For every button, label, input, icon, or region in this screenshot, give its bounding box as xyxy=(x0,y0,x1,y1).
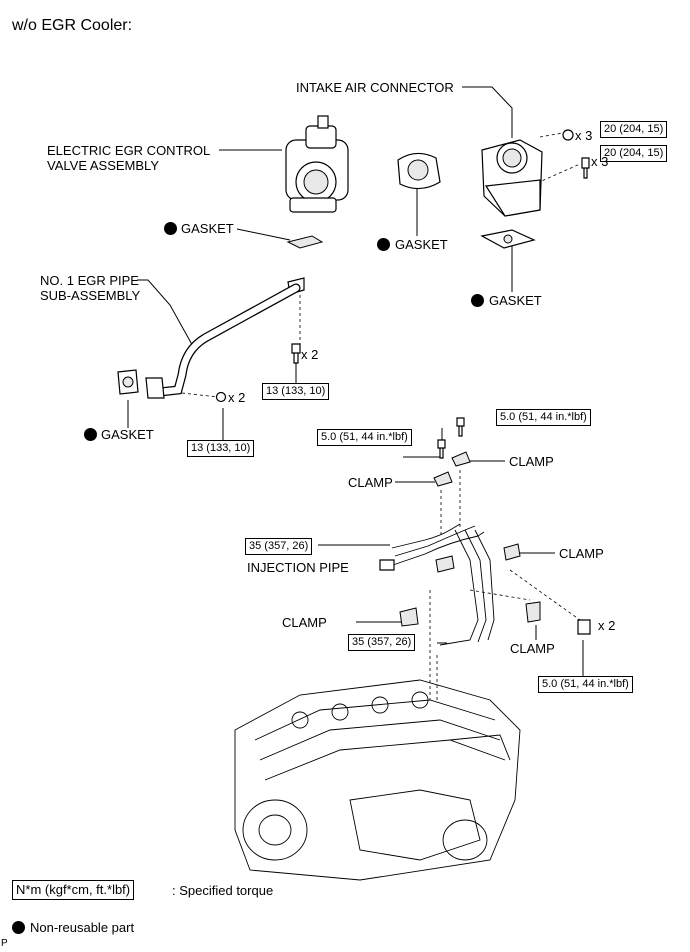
torque-box-clamp-nut: 5.0 (51, 44 in.*lbf) xyxy=(538,676,633,693)
legend-torque-text: : Specified torque xyxy=(172,883,274,898)
torque-box-pipe-bolt: 13 (133, 10) xyxy=(262,383,330,400)
egr-pipe-drawing xyxy=(145,277,305,399)
intake-air-connector-label: INTAKE AIR CONNECTOR xyxy=(296,80,454,95)
torque-box-injection-upper: 35 (357, 26) xyxy=(245,538,313,555)
gasket-label-valve: GASKET xyxy=(181,221,234,236)
multiplier-x2-pipe-bolt: x 2 xyxy=(301,347,319,362)
clamp-label-2: CLAMP xyxy=(348,475,393,490)
gasket-label-left: GASKET xyxy=(101,427,154,442)
gasket-label-center: GASKET xyxy=(395,237,448,252)
egr-valve-drawing xyxy=(285,115,349,213)
gasket-label-right: GASKET xyxy=(489,293,542,308)
multiplier-x2-clamp-nut: x 2 xyxy=(598,618,616,633)
torque-box-clamp-bolt-upper: 5.0 (51, 44 in.*lbf) xyxy=(496,409,591,426)
legend-non-reusable-bullet xyxy=(12,921,25,934)
torque-box-clamp-bolt-left: 5.0 (51, 44 in.*lbf) xyxy=(317,429,412,446)
footer-code: P xyxy=(1,938,8,949)
clamp-label-3: CLAMP xyxy=(559,546,604,561)
multiplier-x2-pipe-nut: x 2 xyxy=(228,390,246,405)
non-reusable-bullet xyxy=(84,428,97,441)
non-reusable-bullet xyxy=(471,294,484,307)
center-gasket-drawing xyxy=(397,152,441,190)
torque-box-injection-lower: 35 (357, 26) xyxy=(348,634,416,651)
page-title: w/o EGR Cooler: xyxy=(12,17,133,34)
clamp-label-1: CLAMP xyxy=(509,454,554,469)
torque-box-connector-nut: 20 (204, 15) xyxy=(600,121,668,138)
legend-non-reusable-text: Non-reusable part xyxy=(30,920,135,935)
clamp-label-5: CLAMP xyxy=(510,641,555,656)
torque-box-connector-bolt: 20 (204, 15) xyxy=(600,145,668,162)
multiplier-x3-nut: x 3 xyxy=(575,128,593,143)
engine-drawing xyxy=(234,679,521,881)
legend-torque-box: N*m (kgf*cm, ft.*lbf) xyxy=(12,880,135,900)
intake-connector-drawing xyxy=(481,139,543,217)
torque-box-pipe-nut: 13 (133, 10) xyxy=(187,440,255,457)
injection-pipe-drawing xyxy=(379,523,495,646)
egr-pipe-label-line2: SUB-ASSEMBLY xyxy=(40,288,141,303)
egr-valve-label-line1: ELECTRIC EGR CONTROL xyxy=(47,143,211,158)
clamp-label-4: CLAMP xyxy=(282,615,327,630)
injection-pipe-label: INJECTION PIPE xyxy=(247,560,349,575)
multiplier-x3-bolt: x 3 xyxy=(591,154,609,169)
egr-valve-label-line2: VALVE ASSEMBLY xyxy=(47,158,159,173)
egr-pipe-label-line1: NO. 1 EGR PIPE xyxy=(40,273,139,288)
non-reusable-bullet xyxy=(377,238,390,251)
non-reusable-bullet xyxy=(164,222,177,235)
